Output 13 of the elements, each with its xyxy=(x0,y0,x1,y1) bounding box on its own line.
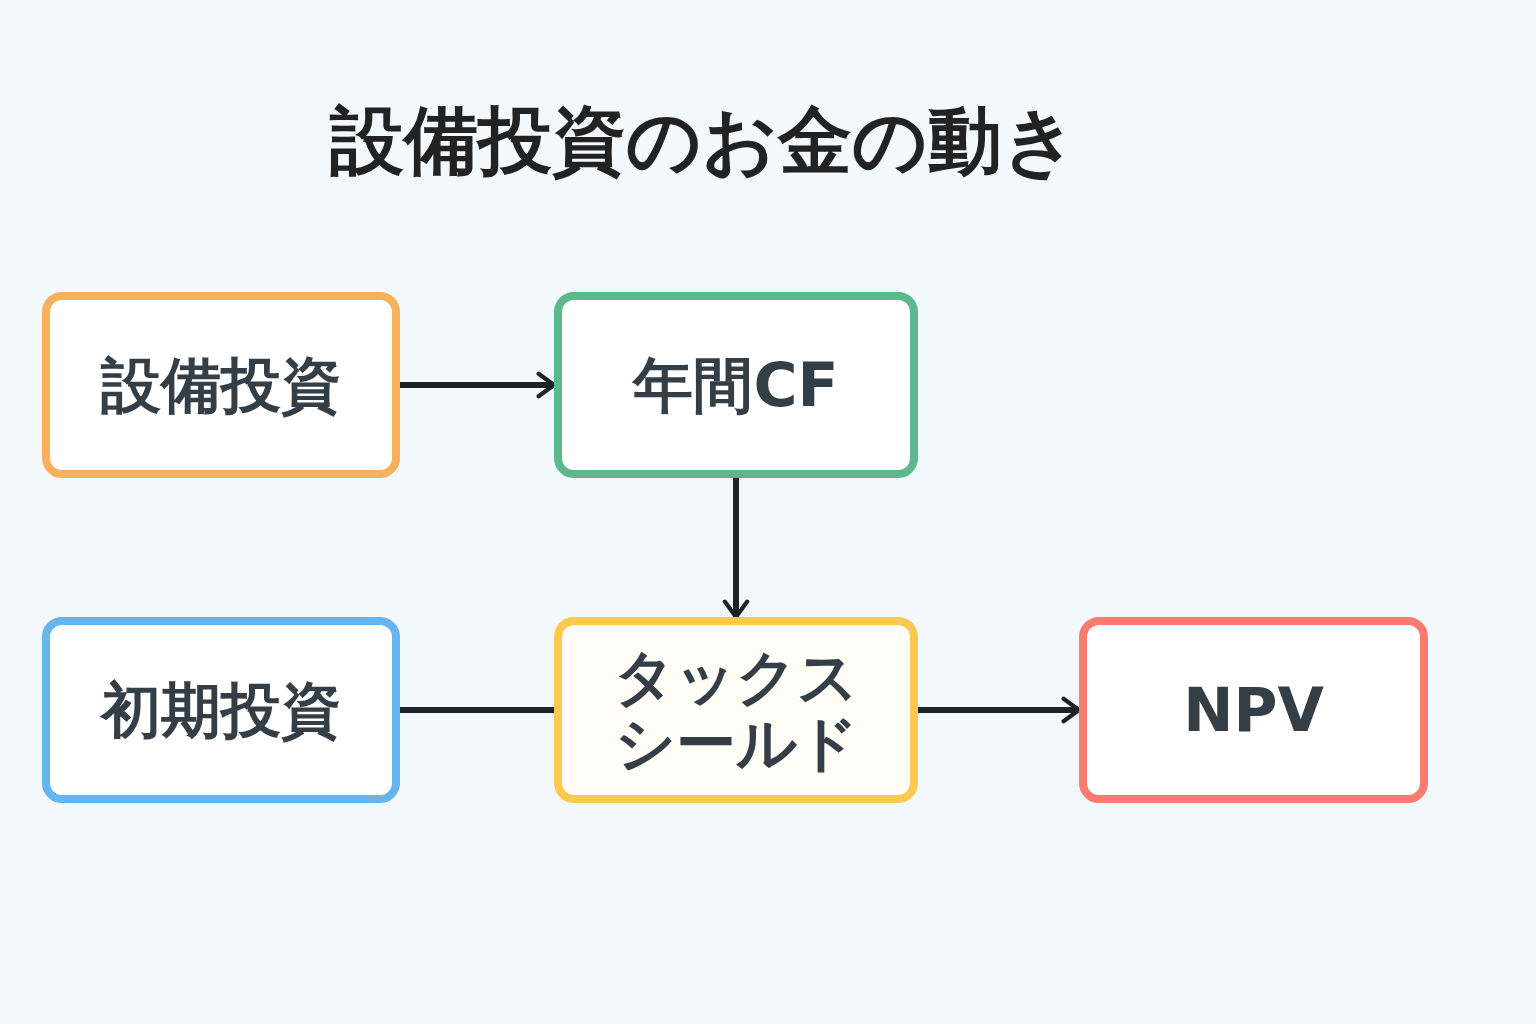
process-box xyxy=(554,292,918,478)
box-label: 設備投資 xyxy=(101,352,341,418)
process-box xyxy=(554,617,918,803)
process-box xyxy=(42,292,400,478)
box-label: 初期投資 xyxy=(101,677,341,743)
box-label: タックスシールド xyxy=(613,644,859,776)
process-box xyxy=(42,617,400,803)
box-label: NPV xyxy=(1183,677,1324,743)
box-label: 年間CF xyxy=(633,352,839,418)
connector-line xyxy=(400,707,554,713)
diagram-title: 設備投資のお金の動き xyxy=(330,96,1078,185)
arrow xyxy=(722,478,750,620)
process-box xyxy=(1079,617,1428,803)
